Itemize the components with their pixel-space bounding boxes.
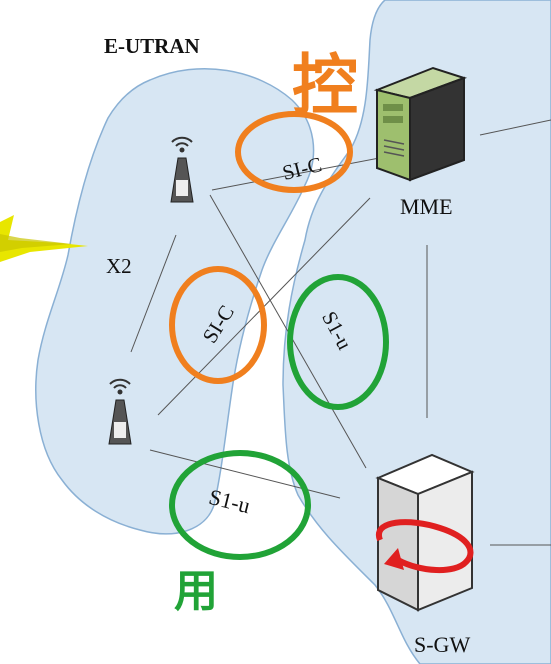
orange-circle-sic-top: [235, 111, 353, 193]
server-icon: [373, 66, 468, 182]
antenna-icon: [170, 136, 194, 203]
core-network-region: [282, 0, 551, 664]
sgw-label: S-GW: [414, 632, 470, 657]
eutran-label: E-UTRAN: [104, 34, 200, 58]
user-handwritten-label: 用: [174, 566, 218, 617]
rotate-arrow-icon: [375, 519, 474, 574]
mme-label: MME: [400, 194, 453, 219]
mme-outbound-link: [479, 119, 551, 136]
x2-label: X2: [106, 254, 132, 278]
sic-link-top: [211, 154, 396, 191]
orange-circle-sic-mid: [169, 266, 267, 384]
lightning-icon: [0, 215, 88, 262]
x2-link: [130, 234, 177, 353]
antenna-icon: [108, 378, 132, 445]
gateway-icon: [375, 453, 475, 612]
green-circle-s1u-right: [287, 274, 389, 410]
s1u-bottom-label: S1-u: [206, 484, 252, 518]
control-handwritten-label: 控: [292, 47, 358, 124]
green-circle-s1u-bottom: [169, 450, 311, 560]
